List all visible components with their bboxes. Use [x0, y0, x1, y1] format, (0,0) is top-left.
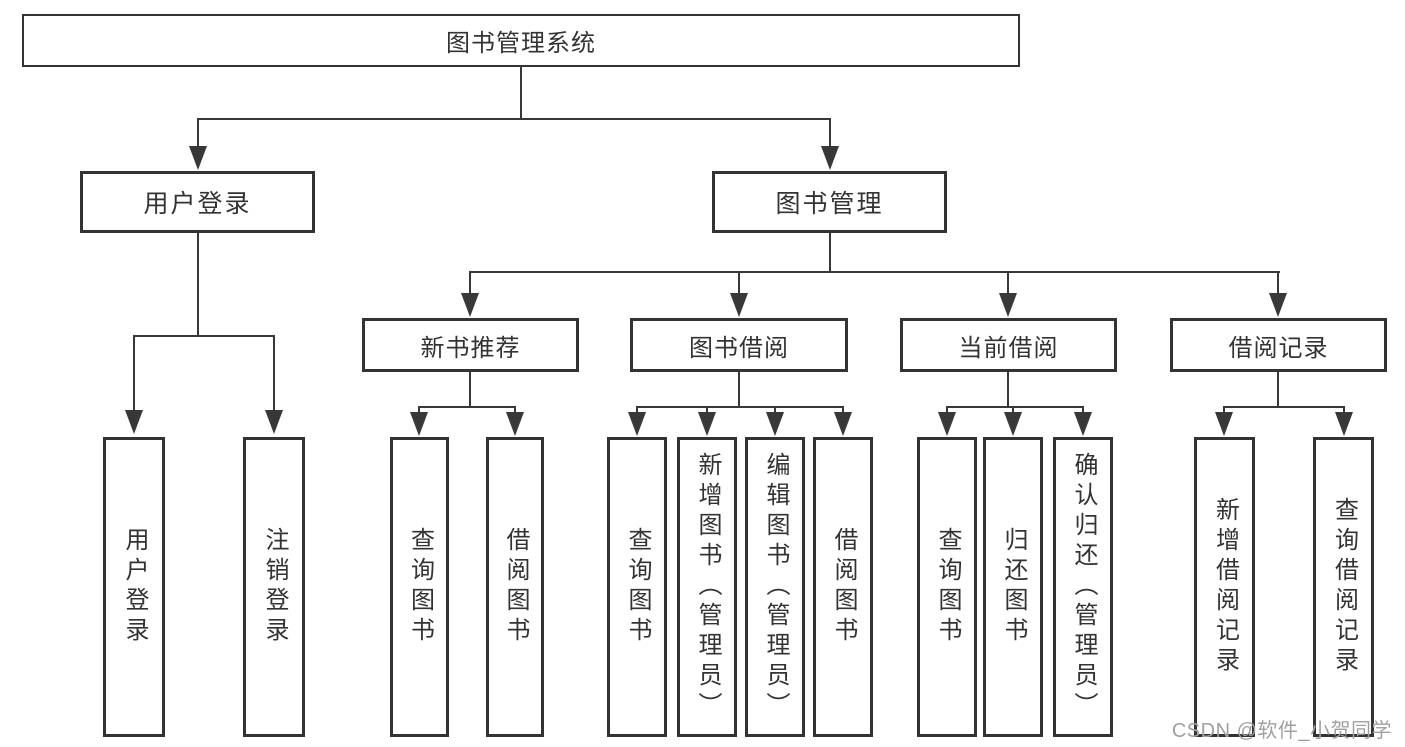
leaf-confirm-return-admin: 确认归还（管理员） [1053, 437, 1113, 737]
watermark: CSDN @软件_小贺同学 [1171, 720, 1392, 742]
connector-line [1012, 406, 1014, 414]
arrow-down-icon [410, 412, 428, 436]
arrow-down-icon [730, 293, 748, 317]
arrow-down-icon [1269, 293, 1287, 317]
connector-line [1082, 406, 1084, 414]
leaf-borrow-books: 借阅图书 [813, 437, 873, 737]
leaf-edit-book-admin: 编辑图书（管理员） [745, 437, 805, 737]
node-label: 查询图书 [406, 527, 434, 647]
connector-line [774, 406, 776, 414]
node-label: 当前借阅 [958, 334, 1059, 362]
connector-line [1277, 372, 1279, 408]
node-book-borrow: 图书借阅 [630, 318, 848, 372]
connector-line [418, 406, 420, 414]
connector-line [1223, 406, 1225, 414]
arrow-down-icon [1215, 412, 1233, 436]
leaf-user-login: 用户登录 [103, 437, 165, 737]
connector-line [1007, 271, 1009, 294]
leaf-query-books-current: 查询图书 [917, 437, 977, 737]
leaf-query-books-borrow: 查询图书 [607, 437, 667, 737]
node-label: 用户登录 [143, 190, 252, 218]
arrow-down-icon [1335, 412, 1353, 436]
node-label: 新增图书（管理员） [694, 452, 721, 722]
connector-line [1007, 372, 1009, 408]
leaf-query-books-recommend: 查询图书 [390, 437, 449, 737]
connector-line [469, 372, 471, 408]
connector-line [636, 406, 844, 408]
leaf-add-borrow-record: 新增借阅记录 [1194, 437, 1255, 737]
connector-line [520, 67, 522, 120]
arrow-down-icon [461, 293, 479, 317]
node-label: 新书推荐 [420, 334, 521, 362]
node-label: 查询借阅记录 [1330, 497, 1358, 677]
connector-line [738, 372, 740, 408]
node-label: 新增借阅记录 [1211, 497, 1239, 677]
connector-line [706, 406, 708, 414]
connector-line [514, 406, 516, 414]
arrow-down-icon [265, 410, 283, 434]
arrow-down-icon [189, 146, 207, 170]
connector-line [469, 271, 471, 294]
node-book-management: 图书管理 [712, 171, 947, 233]
arrow-down-icon [698, 412, 716, 436]
arrow-down-icon [999, 293, 1017, 317]
node-label: 图书借阅 [689, 334, 789, 362]
connector-line [197, 233, 199, 337]
arrow-down-icon [1004, 412, 1022, 436]
node-user-login: 用户登录 [80, 171, 315, 233]
arrow-down-icon [1074, 412, 1092, 436]
connector-line [469, 271, 1280, 273]
leaf-return-book: 归还图书 [983, 437, 1043, 737]
leaf-add-book-admin: 新增图书（管理员） [677, 437, 737, 737]
connector-line [133, 335, 275, 337]
node-label: 图书管理 [775, 190, 884, 218]
arrow-down-icon [821, 146, 839, 170]
connector-line [197, 118, 831, 120]
node-label: 查询图书 [624, 527, 651, 647]
node-label: 确认归还（管理员） [1070, 452, 1097, 722]
connector-line [946, 406, 948, 414]
node-label: 借阅图书 [502, 527, 529, 647]
node-label: 注销登录 [261, 527, 288, 647]
leaf-query-borrow-record: 查询借阅记录 [1313, 437, 1374, 737]
arrow-down-icon [628, 412, 646, 436]
node-label: 借阅图书 [830, 527, 857, 647]
connector-line [946, 406, 1084, 408]
leaf-borrow-books-recommend: 借阅图书 [486, 437, 544, 737]
connector-line [842, 406, 844, 414]
connector-line [1277, 271, 1279, 294]
connector-line [273, 335, 275, 411]
arrow-down-icon [506, 412, 524, 436]
node-label: 编辑图书（管理员） [762, 452, 789, 722]
node-label: 查询图书 [934, 527, 961, 647]
node-label: 用户登录 [121, 527, 148, 647]
node-label: 图书管理系统 [446, 30, 596, 57]
node-label: 借阅记录 [1228, 334, 1329, 362]
node-new-book-recommend: 新书推荐 [362, 318, 579, 372]
node-current-borrow: 当前借阅 [900, 318, 1117, 372]
connector-line [418, 406, 516, 408]
connector-line [829, 118, 831, 146]
leaf-logout: 注销登录 [243, 437, 305, 737]
arrow-down-icon [834, 412, 852, 436]
arrow-down-icon [125, 410, 143, 434]
node-borrow-record: 借阅记录 [1170, 318, 1387, 372]
node-root: 图书管理系统 [22, 14, 1020, 67]
connector-line [1223, 406, 1345, 408]
connector-line [133, 335, 135, 411]
connector-line [197, 118, 199, 146]
arrow-down-icon [938, 412, 956, 436]
connector-line [636, 406, 638, 414]
arrow-down-icon [766, 412, 784, 436]
connector-line [738, 271, 740, 294]
node-label: 归还图书 [1000, 527, 1027, 647]
connector-line [1343, 406, 1345, 414]
connector-line [829, 233, 831, 273]
